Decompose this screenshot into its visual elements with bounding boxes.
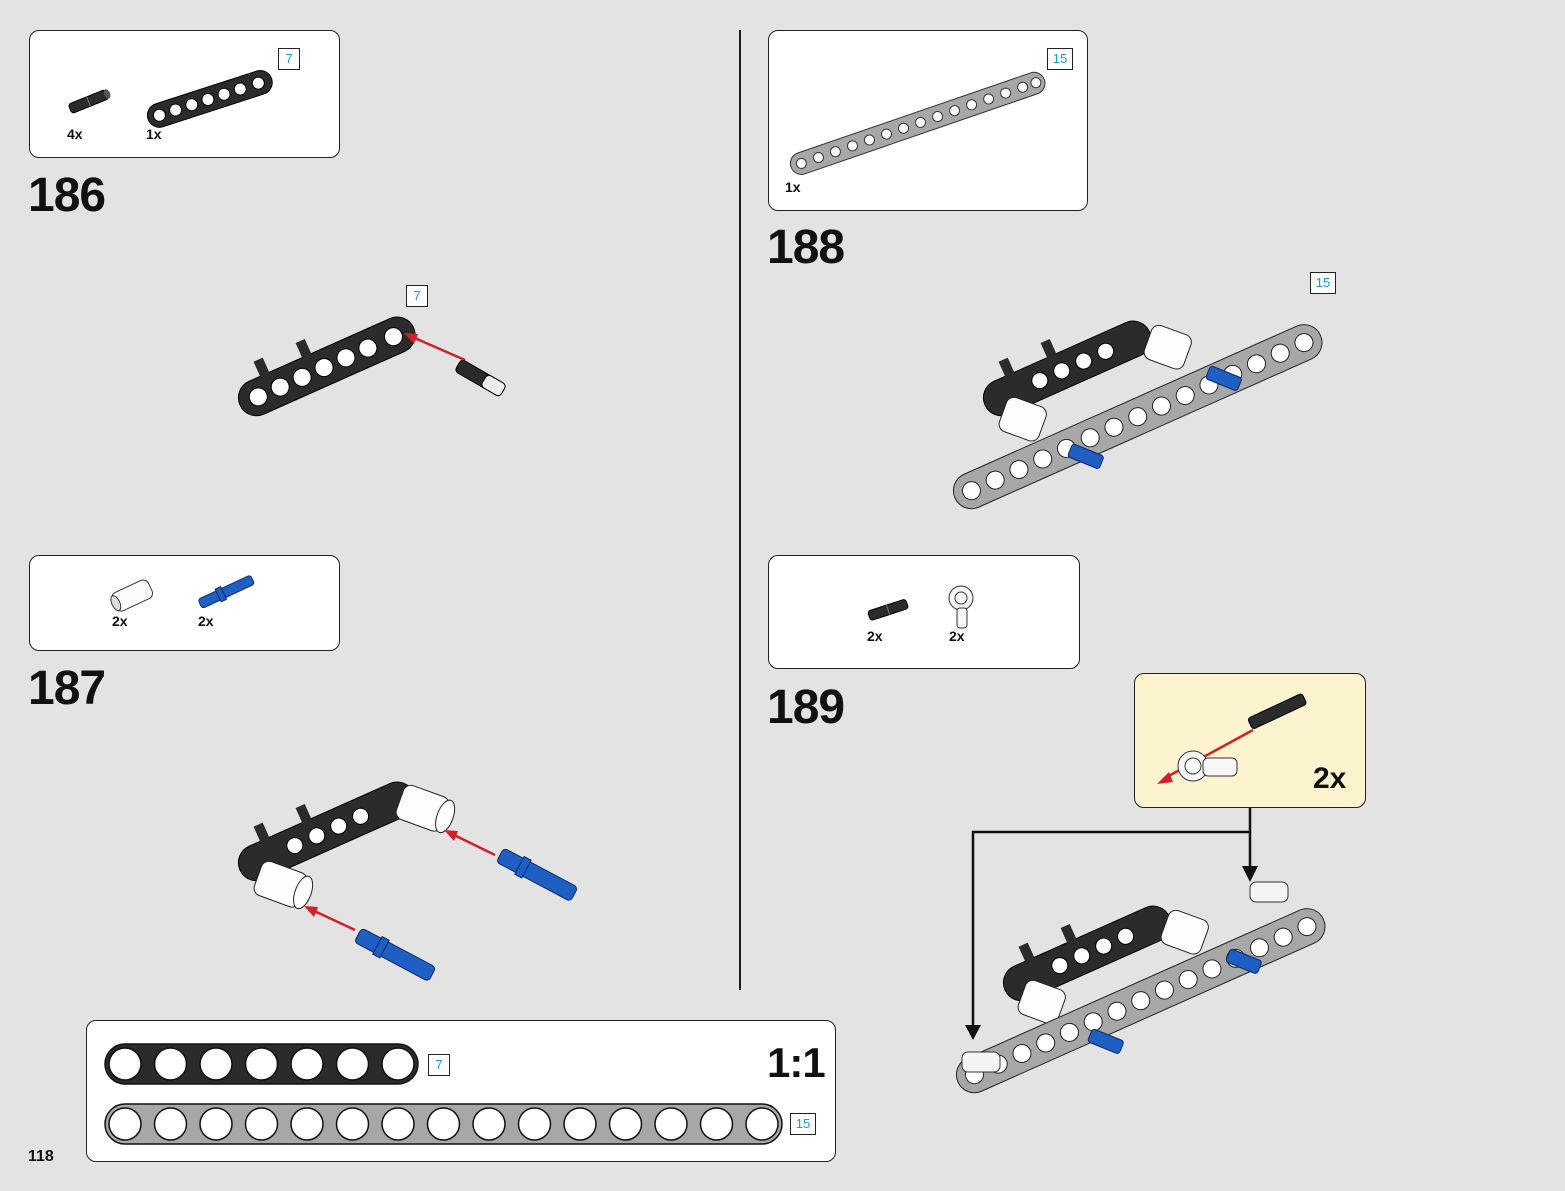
- length-badge: 15: [1047, 48, 1073, 70]
- ruler-length-badge-7: 7: [428, 1054, 450, 1076]
- ruler-hole: [244, 1107, 279, 1141]
- parts-list-189-art: [867, 585, 974, 629]
- part-qty: 4x: [67, 126, 83, 142]
- part-qty: 2x: [867, 628, 883, 644]
- ruler-hole: [153, 1047, 188, 1081]
- scale-ruler-beams: [104, 1043, 783, 1145]
- ruler-hole: [563, 1107, 597, 1141]
- ruler-hole: [472, 1107, 506, 1141]
- ruler-hole: [381, 1107, 415, 1141]
- step-number: 186: [28, 169, 106, 222]
- scale-label: 1:1: [767, 1039, 826, 1086]
- ruler-hole: [745, 1107, 779, 1141]
- length-badge: 15: [1310, 272, 1336, 294]
- part-qty: 2x: [198, 613, 214, 629]
- white-pin-connector-icon: [110, 579, 154, 612]
- ruler-hole: [153, 1107, 188, 1141]
- step-186-assembly: [237, 316, 506, 417]
- parts-list-188-art: [789, 71, 1046, 175]
- grey-beam-15-icon: [789, 71, 1046, 175]
- black-friction-pin-icon: [68, 89, 111, 114]
- ruler-hole: [108, 1107, 142, 1141]
- scale-ruler-box: 7 15 1:1: [86, 1020, 836, 1162]
- part-qty: 1x: [785, 179, 801, 195]
- ruler-hole: [517, 1107, 552, 1141]
- ruler-hole: [335, 1047, 370, 1081]
- page-divider: [739, 30, 741, 990]
- length-badge: 7: [278, 48, 300, 70]
- step-number: 188: [767, 221, 845, 274]
- length-badge: 7: [406, 285, 428, 307]
- ruler-length-badge-15: 15: [790, 1113, 816, 1135]
- step-number: 187: [28, 662, 106, 715]
- parts-list-188: 1x 15: [768, 30, 1088, 211]
- step-187-assembly: [237, 781, 578, 981]
- ruler-hole: [608, 1107, 643, 1141]
- part-qty: 2x: [112, 613, 128, 629]
- parts-list-186: 4x 1x 7: [29, 30, 340, 158]
- callout-art: [1157, 693, 1307, 784]
- callout-qty: 2x: [1313, 762, 1347, 795]
- black-friction-pin-icon: [867, 599, 909, 621]
- parts-list-187-art: [110, 575, 255, 612]
- ruler-hole: [290, 1107, 324, 1141]
- page-number: 118: [28, 1148, 54, 1165]
- ruler-hole: [699, 1107, 734, 1141]
- ruler-hole: [426, 1107, 461, 1141]
- ruler-hole: [335, 1107, 370, 1141]
- ruler-hole: [654, 1107, 688, 1141]
- parts-list-186-art: [68, 70, 273, 128]
- step-number: 189: [767, 681, 845, 734]
- part-qty: 2x: [949, 628, 965, 644]
- part-qty: 1x: [146, 126, 162, 142]
- parts-list-189: 2x 2x: [768, 555, 1080, 669]
- white-angle-connector-icon: [948, 585, 974, 629]
- ruler-hole: [290, 1047, 324, 1081]
- ruler-hole: [381, 1047, 415, 1081]
- sub-assembly-callout: 2x: [1134, 673, 1366, 808]
- ruler-hole: [199, 1107, 233, 1141]
- black-beam-7-icon: [146, 70, 273, 128]
- ruler-hole: [108, 1047, 142, 1081]
- ruler-hole: [244, 1047, 279, 1081]
- step-188-assembly: [952, 320, 1323, 510]
- blue-long-pin-icon: [198, 575, 255, 609]
- ruler-hole: [199, 1047, 233, 1081]
- parts-list-187: 2x 2x: [29, 555, 340, 651]
